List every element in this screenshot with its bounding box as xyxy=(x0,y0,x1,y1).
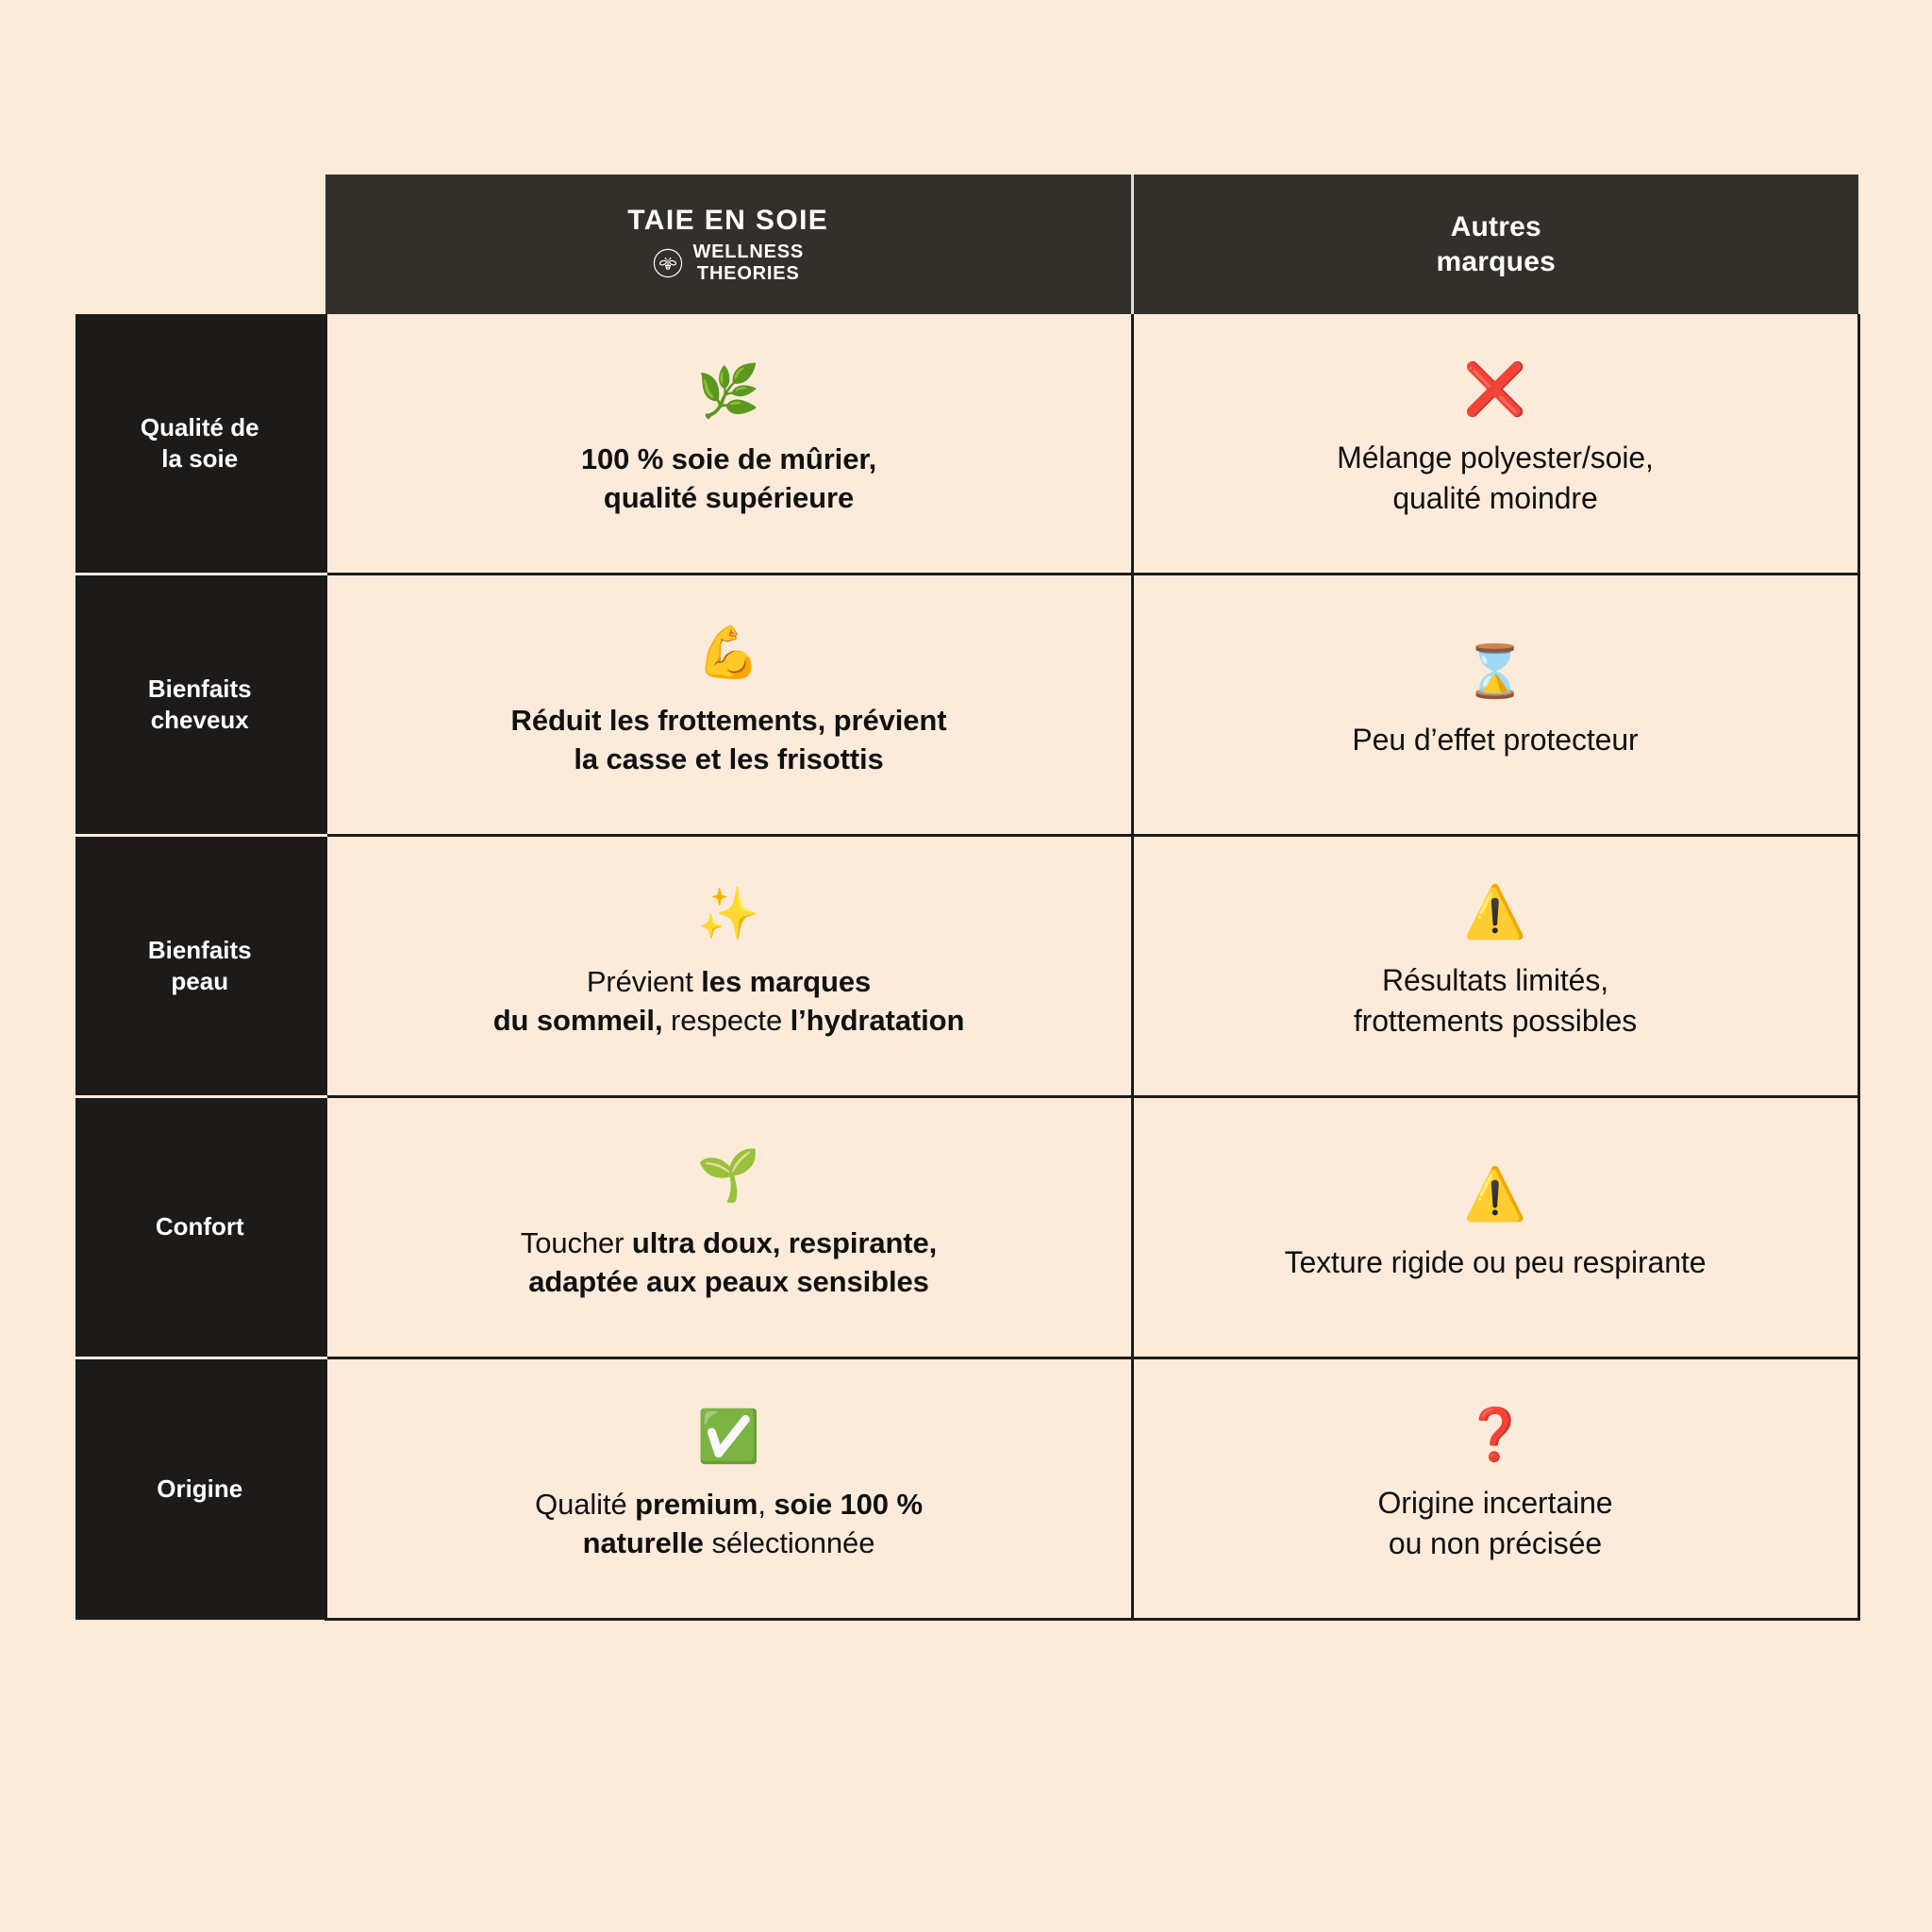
cell-text-line2: qualité supérieure xyxy=(603,481,855,514)
cell-ours-confort: 🌱 Toucher ultra doux, respirante,adaptée… xyxy=(324,1095,1134,1359)
red-question-mark-emoji-icon: ❓ xyxy=(1463,1405,1527,1465)
header-cell-other: Autres marques xyxy=(1132,175,1858,314)
cell-ours-text: Qualité premium, soie 100 %naturelle sél… xyxy=(535,1487,923,1559)
cell-text-line1: Texture rigide ou peu respirante xyxy=(1284,1244,1707,1279)
table-row: Origine ✅ Qualité premium, soie 100 %nat… xyxy=(75,1357,1860,1621)
row-label-qualite-de-la-soie: Qualité de la soie xyxy=(75,314,325,575)
cell-other-text: Origine incertaine ou non précisée xyxy=(1166,1483,1825,1563)
cell-text-line1: Réduit les frottements, prévient xyxy=(510,703,947,737)
cell-text-line1: 100 % soie de mûrier, xyxy=(580,441,877,475)
row-label-line1: Bienfaits xyxy=(147,935,252,964)
other-brands-title-line2: marques xyxy=(1436,246,1556,277)
table-body: Qualité de la soie 🌿 100 % soie de mûrie… xyxy=(75,314,1860,1621)
table-header: TAIE EN SOIE xyxy=(75,175,1858,314)
header-row: TAIE EN SOIE xyxy=(75,175,1858,314)
brand-name-line2: THEORIES xyxy=(696,262,800,284)
comparison-table-wrapper: TAIE EN SOIE xyxy=(75,175,1860,1621)
other-brands-title: Autres marques xyxy=(1149,209,1844,279)
flexed-biceps-emoji-icon: 💪 xyxy=(696,622,761,682)
table-row: Bienfaits cheveux 💪 Réduit les frottemen… xyxy=(75,573,1860,837)
cell-other-text: Résultats limités, frottements possibles xyxy=(1166,960,1825,1041)
brand-name: WELLNESS THEORIES xyxy=(692,242,804,284)
brand-lockup: WELLNESS THEORIES xyxy=(341,242,1116,284)
cell-ours-text: Réduit les frottements, prévient la cass… xyxy=(359,701,1099,778)
row-label-line1: Qualité de xyxy=(140,412,259,441)
cell-ours-text: 100 % soie de mûrier, qualité supérieure xyxy=(359,440,1099,517)
red-cross-mark-emoji-icon: ❌ xyxy=(1463,359,1527,420)
cell-other-confort: ⚠️ Texture rigide ou peu respirante xyxy=(1130,1095,1860,1359)
bee-in-circle-icon xyxy=(652,247,684,279)
green-check-mark-emoji-icon: ✅ xyxy=(696,1406,761,1466)
warning-triangle-emoji-icon: ⚠️ xyxy=(1463,882,1527,942)
cell-ours-bienfaits-cheveux: 💪 Réduit les frottements, prévient la ca… xyxy=(324,573,1134,837)
cell-ours-origine: ✅ Qualité premium, soie 100 %naturelle s… xyxy=(324,1357,1134,1621)
warning-triangle-emoji-icon: ⚠️ xyxy=(1463,1163,1527,1224)
cell-other-origine: ❓ Origine incertaine ou non précisée xyxy=(1130,1357,1860,1621)
cell-text-line1: Mélange polyester/soie, xyxy=(1337,441,1654,475)
herb-leaf-emoji-icon: 🌿 xyxy=(696,360,761,421)
brand-product-title: TAIE EN SOIE xyxy=(627,205,829,237)
cell-text-line1: Résultats limités, xyxy=(1381,963,1609,998)
row-label-line1: Origine xyxy=(157,1474,243,1504)
row-label-confort: Confort xyxy=(75,1095,325,1359)
row-label-line1: Confort xyxy=(155,1212,244,1241)
cell-text-line1: Peu d’effet protecteur xyxy=(1352,722,1639,757)
header-cell-ours: TAIE EN SOIE xyxy=(325,175,1134,314)
cell-text-line2: qualité moindre xyxy=(1392,481,1598,515)
other-brands-title-line1: Autres xyxy=(1450,210,1541,242)
brand-name-line1: WELLNESS xyxy=(692,242,804,263)
seedling-emoji-icon: 🌱 xyxy=(696,1144,761,1205)
comparison-table: TAIE EN SOIE xyxy=(75,175,1860,1621)
cell-text-line1: Origine incertaine xyxy=(1377,1486,1613,1521)
hourglass-emoji-icon: ⌛ xyxy=(1463,641,1527,701)
row-label-line2: la soie xyxy=(161,444,239,473)
cell-other-text: Texture rigide ou peu respirante xyxy=(1166,1242,1825,1283)
row-label-bienfaits-peau: Bienfaits peau xyxy=(75,834,325,1098)
cell-other-text: Mélange polyester/soie, qualité moindre xyxy=(1166,438,1825,518)
sparkles-emoji-icon: ✨ xyxy=(696,883,761,943)
table-row: Qualité de la soie 🌿 100 % soie de mûrie… xyxy=(75,314,1860,575)
cell-other-qualite-de-la-soie: ❌ Mélange polyester/soie, qualité moindr… xyxy=(1130,314,1860,575)
cell-text-line2: frottements possibles xyxy=(1353,1004,1638,1038)
row-label-origine: Origine xyxy=(75,1357,325,1620)
row-label-line2: cheveux xyxy=(150,706,249,734)
cell-other-text: Peu d’effet protecteur xyxy=(1166,720,1825,760)
cell-other-bienfaits-cheveux: ⌛ Peu d’effet protecteur xyxy=(1130,573,1860,837)
table-row: Confort 🌱 Toucher ultra doux, respirante… xyxy=(75,1095,1860,1359)
cell-ours-qualite-de-la-soie: 🌿 100 % soie de mûrier, qualité supérieu… xyxy=(324,314,1134,575)
row-label-line2: peau xyxy=(171,967,229,995)
cell-text-line2: ou non précisée xyxy=(1388,1526,1603,1560)
cell-text-line2: la casse et les frisottis xyxy=(574,742,884,775)
cell-other-bienfaits-peau: ⚠️ Résultats limités, frottements possib… xyxy=(1130,834,1860,1098)
header-spacer-cell xyxy=(75,175,325,314)
cell-ours-text: Toucher ultra doux, respirante,adaptée a… xyxy=(520,1225,938,1298)
row-label-line1: Bienfaits xyxy=(147,674,252,703)
row-label-bienfaits-cheveux: Bienfaits cheveux xyxy=(75,573,325,837)
